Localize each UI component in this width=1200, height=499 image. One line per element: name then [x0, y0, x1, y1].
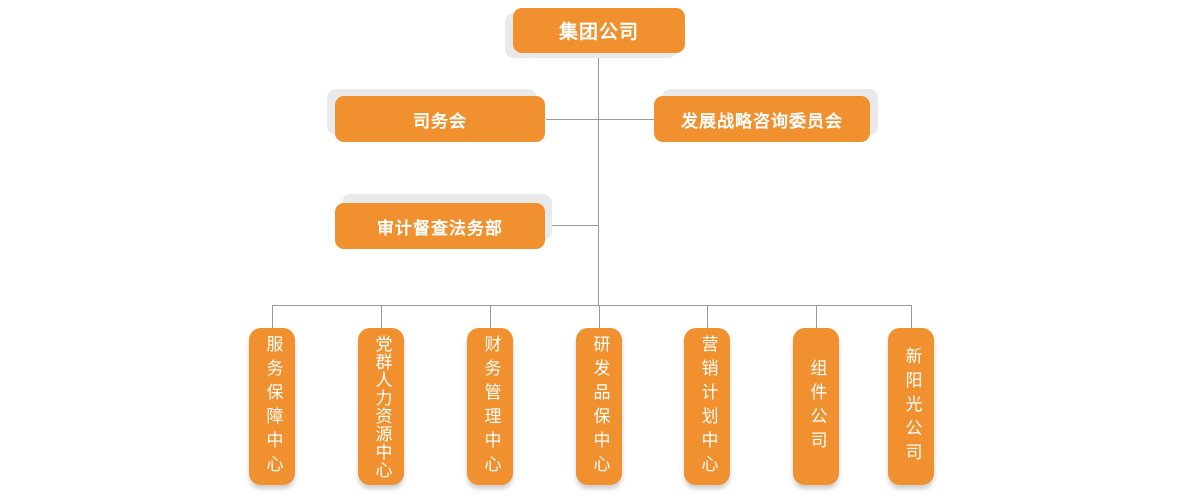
connector-bottom-horizontal: [272, 305, 912, 306]
org-node-new-sunshine-company: 新阳光公司: [888, 328, 934, 485]
org-node-label: 党群人力资源中心: [371, 334, 392, 479]
org-node-label: 研发品保中心: [589, 334, 610, 479]
connector-drop-6: [816, 305, 817, 328]
org-node-finance-management-center: 财务管理中心: [467, 328, 513, 485]
org-node-audit-supervision-legal-dept: 审计督查法务部: [335, 203, 545, 249]
org-node-label: 司务会: [413, 111, 467, 132]
org-node-label: 发展战略咨询委员会: [681, 111, 843, 132]
org-node-label: 集团公司: [558, 21, 639, 43]
org-node-group-company: 集团公司: [513, 8, 685, 53]
connector-drop-3: [490, 305, 491, 328]
org-node-label: 新阳光公司: [901, 346, 922, 467]
org-node-components-company: 组件公司: [793, 328, 839, 485]
org-node-label: 服务保障中心: [262, 334, 283, 479]
org-node-label: 审计督查法务部: [377, 218, 503, 239]
org-node-label: 组件公司: [806, 358, 827, 455]
connector-drop-5: [707, 305, 708, 328]
org-node-label: 营销计划中心: [697, 334, 718, 479]
connector-drop-2: [381, 305, 382, 328]
org-node-marketing-planning-center: 营销计划中心: [684, 328, 730, 485]
org-node-strategy-advisory-committee: 发展战略咨询委员会: [654, 96, 870, 142]
connector-level3-horizontal: [546, 225, 599, 226]
org-node-company-affairs-council: 司务会: [335, 96, 545, 142]
org-node-service-support-center: 服务保障中心: [249, 328, 295, 485]
connector-level2-horizontal: [546, 119, 654, 120]
connector-main-vertical: [598, 53, 599, 305]
connector-drop-7: [911, 305, 912, 328]
connector-drop-1: [272, 305, 273, 328]
org-node-label: 财务管理中心: [480, 334, 501, 479]
connector-drop-4: [599, 305, 600, 328]
org-node-rd-quality-center: 研发品保中心: [576, 328, 622, 485]
org-node-party-hr-center: 党群人力资源中心: [358, 328, 404, 485]
